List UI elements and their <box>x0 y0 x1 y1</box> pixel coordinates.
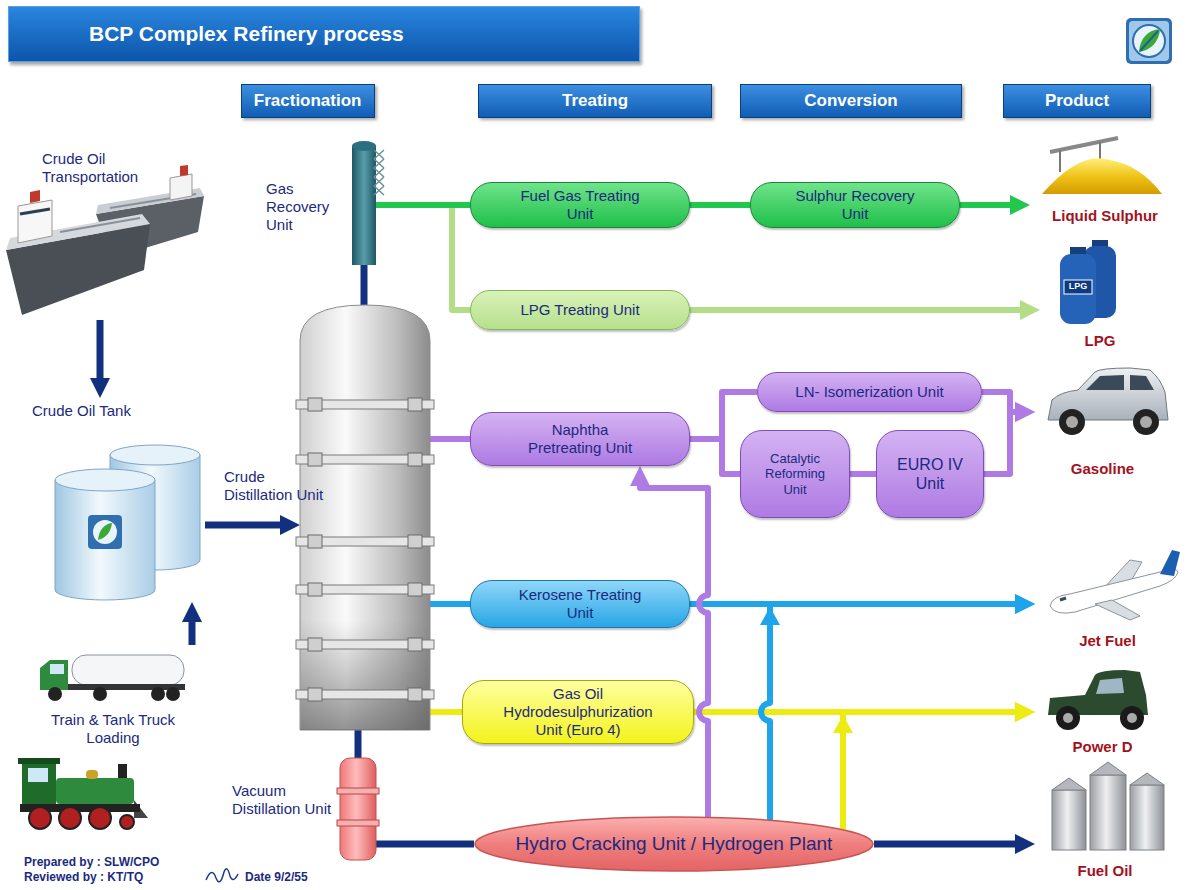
cylinder-label: LPG <box>1064 281 1092 292</box>
sulphur-pile <box>1042 138 1162 194</box>
section-header: Product <box>1003 84 1151 118</box>
flow-line <box>430 601 470 607</box>
flow-line <box>960 202 1018 208</box>
unit-name: Gas Recovery Unit <box>266 180 340 234</box>
unit-name: Crude Distillation Unit <box>224 468 330 504</box>
plane-icon <box>1050 550 1180 620</box>
distillation-column: Crude Distillation Unit <box>300 305 430 730</box>
treating-unit: Fuel Gas Treating Unit <box>470 182 690 228</box>
product-icon: Gasoline <box>1035 352 1170 478</box>
product-icon: Jet Fuel <box>1035 552 1180 650</box>
storage-tank: Crude Oil Tank <box>28 398 205 602</box>
product-icon: Liquid Sulphur <box>1030 135 1180 225</box>
section-title: Conversion <box>804 91 898 111</box>
flow-line <box>355 730 362 758</box>
pickup-icon <box>1048 670 1148 730</box>
product-name: Fuel Oil <box>1077 862 1132 880</box>
unit-name: EURO IV Unit <box>890 455 970 493</box>
product-icon: Fuel Oil <box>1035 768 1175 880</box>
section-title: Treating <box>562 91 628 111</box>
company-logo <box>1126 18 1172 64</box>
source-picture: Crude Oil Transportation <box>5 146 205 320</box>
flow-line <box>640 478 708 817</box>
flow-line <box>189 614 196 645</box>
unit-name: Kerosene Treating Unit <box>510 586 650 622</box>
picture-caption: Crude Oil Transportation <box>42 150 192 186</box>
flow-line <box>690 202 750 208</box>
flow-line <box>690 307 1028 313</box>
flow-line <box>984 412 1023 474</box>
product-name: Power D <box>1072 738 1132 756</box>
conversion-unit: Sulphur Recovery Unit <box>750 182 960 228</box>
unit-name: LN- Isomerization Unit <box>795 383 943 401</box>
product-name: Liquid Sulphur <box>1052 207 1158 225</box>
column-shape <box>352 140 376 265</box>
tanker-ships <box>6 165 204 315</box>
merge-arrowhead <box>760 607 780 625</box>
loading-picture: Train & Tank Truck Loading <box>18 645 210 835</box>
unit-name: LPG Treating Unit <box>520 301 639 319</box>
product-icon: LPG <box>1040 238 1160 350</box>
product-name: Jet Fuel <box>1079 632 1136 650</box>
product-icon: Power D <box>1035 660 1170 756</box>
conversion-unit: LN- Isomerization Unit <box>757 372 982 412</box>
treating-unit: Gas Oil Hydrodesulphurization Unit (Euro… <box>462 680 694 744</box>
flow-line <box>376 205 470 310</box>
steam-train <box>18 758 148 829</box>
flow-line <box>430 709 462 715</box>
picture-caption: Crude Oil Tank <box>32 402 202 420</box>
section-title: Fractionation <box>254 91 362 111</box>
flow-line <box>376 841 474 848</box>
car-icon <box>1048 368 1168 435</box>
conversion-unit: EURO IV Unit <box>876 430 984 518</box>
signature <box>206 869 238 882</box>
flow-line <box>361 265 368 305</box>
merge-arrowhead <box>833 715 853 733</box>
section-header: Treating <box>478 84 712 118</box>
section-header: Conversion <box>740 84 962 118</box>
treating-unit: Naphtha Pretreating Unit <box>470 412 690 466</box>
flow-line <box>850 471 876 477</box>
unit-name: Catalytic Reforming Unit <box>758 451 833 498</box>
tank-truck <box>40 655 185 701</box>
product-name: Gasoline <box>1071 460 1134 478</box>
treating-unit: LPG Treating Unit <box>470 290 690 330</box>
unit-name: Vacuum Distillation Unit <box>232 782 338 818</box>
flow-line <box>97 320 104 386</box>
lpg-cylinders <box>1060 240 1116 324</box>
conversion-unit: Catalytic Reforming Unit <box>740 430 850 518</box>
footer-note: Date 9/2/55 <box>245 870 308 884</box>
picture-caption: Train & Tank Truck Loading <box>38 711 188 747</box>
column-shape <box>300 305 430 730</box>
treating-unit: Kerosene Treating Unit <box>470 580 690 628</box>
product-name: LPG <box>1085 332 1116 350</box>
page-title: BCP Complex Refinery process <box>89 22 404 46</box>
unit-name: Fuel Gas Treating Unit <box>515 187 645 223</box>
cracking-unit: Hydro Cracking Unit / Hydrogen Plant <box>474 816 874 872</box>
flow-line <box>690 392 757 439</box>
silo-icon <box>1052 762 1164 850</box>
unit-name: Hydro Cracking Unit / Hydrogen Plant <box>516 833 833 855</box>
unit-name: Sulphur Recovery Unit <box>790 187 920 223</box>
flow-line <box>376 202 470 208</box>
footer-note: Reviewed by : KT/TQ <box>24 870 143 884</box>
unit-name: Naphtha Pretreating Unit <box>518 421 643 457</box>
title-banner: BCP Complex Refinery process <box>8 6 640 62</box>
flow-line <box>843 712 1023 830</box>
unit-name: Gas Oil Hydrodesulphurization Unit (Euro… <box>493 685 663 739</box>
flow-line <box>690 439 740 474</box>
flow-line <box>205 522 288 529</box>
flow-line <box>430 436 470 442</box>
column-shape <box>340 758 376 860</box>
section-header: Fractionation <box>241 84 375 118</box>
section-title: Product <box>1045 91 1109 111</box>
vacuum-column: Vacuum Distillation Unit <box>340 758 376 860</box>
recovery-column: Gas Recovery Unit <box>352 140 376 265</box>
flow-line <box>874 841 1023 848</box>
storage-tanks <box>55 445 200 600</box>
footer-note: Prepared by : SLW/CPO <box>24 855 159 869</box>
